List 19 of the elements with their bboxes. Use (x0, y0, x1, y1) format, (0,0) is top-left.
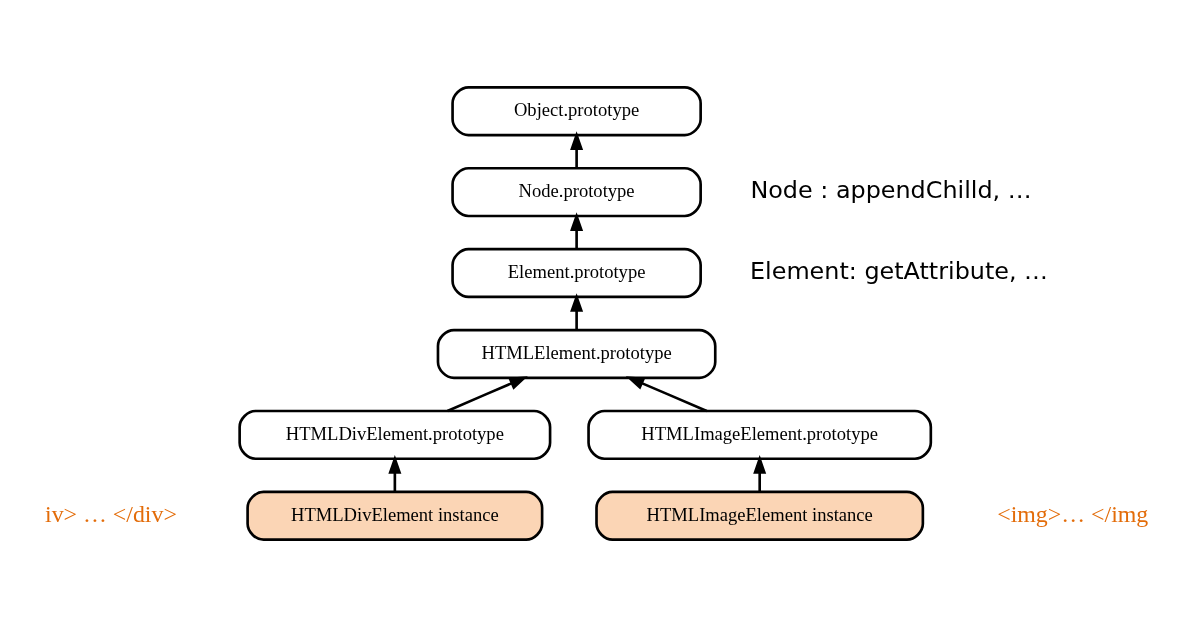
node-box: HTMLImageElement.prototype (587, 409, 933, 460)
node-box: Node.prototype (451, 166, 702, 217)
arrow (753, 454, 767, 492)
node-box: HTMLDivElement instance (246, 490, 544, 541)
node-label: iv> … </div> (45, 500, 177, 527)
arrow (570, 292, 584, 330)
arrow (570, 211, 584, 249)
node-label: <img>… </img (997, 500, 1149, 527)
node-box: Object.prototype (451, 85, 702, 136)
arrow (388, 454, 402, 492)
node-label: Element: getAttribute, … (750, 256, 1048, 285)
node-box: HTMLElement.prototype (436, 328, 717, 379)
arrow (625, 375, 708, 412)
node-box: HTMLDivElement.prototype (238, 409, 552, 460)
node-box: Element.prototype (451, 247, 702, 298)
node-box: HTMLImageElement instance (595, 490, 925, 541)
arrow (446, 375, 528, 412)
arrow (570, 130, 584, 168)
node-label: Node : appendChilld, … (750, 175, 1032, 204)
